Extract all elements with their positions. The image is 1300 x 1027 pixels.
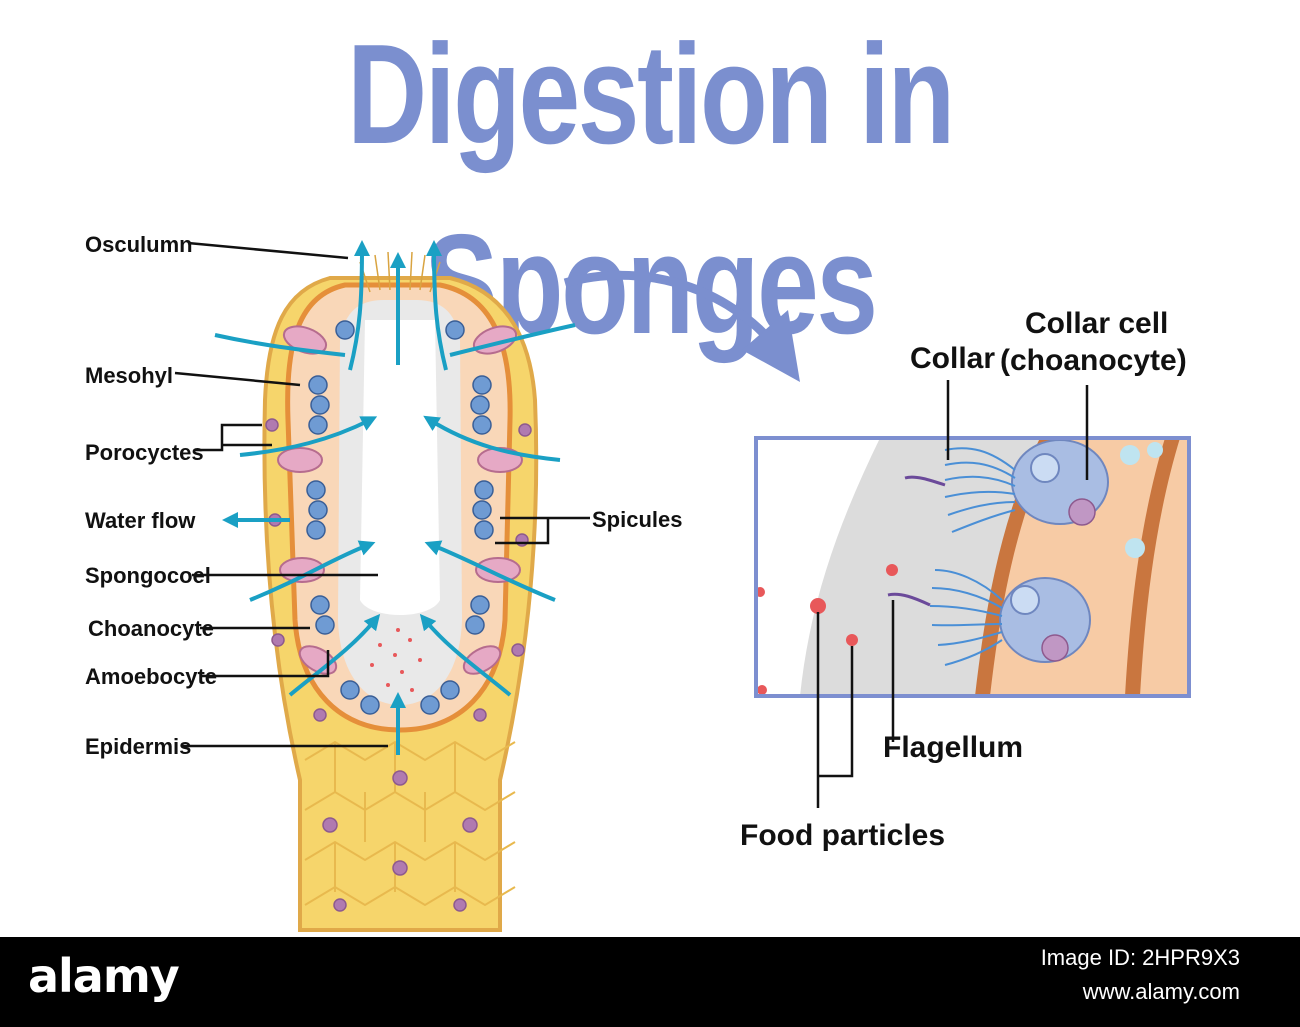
label-flagellum: Flagellum (883, 731, 1023, 764)
label-spicules: Spicules (592, 507, 682, 532)
mesohyl-spots (1120, 442, 1163, 558)
left-leader-lines (174, 241, 590, 748)
label-spongocoel: Spongocoel (85, 563, 211, 588)
sponge-body (214, 240, 576, 932)
collar-cell-lower (887, 569, 1091, 666)
label-choanocyte: Choanocyte (88, 616, 214, 641)
watermark-brand: alamy (28, 949, 180, 1003)
label-water-flow: Water flow (85, 508, 196, 533)
page-title: Digestion in Sponges (347, 15, 955, 364)
label-amoebocyte: Amoebocyte (85, 664, 217, 689)
water-flow-arrows (214, 240, 576, 755)
label-food-particles: Food particles (740, 819, 945, 852)
label-mesohyl: Mesohyl (85, 363, 173, 388)
watermark-footer: alamy Image ID: 2HPR9X3 www.alamy.com (0, 937, 1300, 1027)
label-osculumn: Osculumn (85, 232, 193, 257)
label-collar-cell-line2: (choanocyte) (1000, 344, 1187, 377)
label-porocyctes: Porocyctes (85, 440, 204, 465)
inset-food-particles (756, 564, 898, 695)
watermark-image-id: Image ID: 2HPR9X3 (1040, 945, 1240, 970)
inset-leader-lines (816, 380, 1089, 808)
zoom-arrow (563, 270, 800, 382)
label-collar-cell-line1: Collar cell (1025, 307, 1168, 340)
sponge-diagram: Osculumn Mesohyl Porocyctes Water flow S… (85, 232, 1191, 932)
cavity-food-particles (370, 628, 422, 692)
collar-cell-inset (754, 436, 1191, 698)
collar-cell-upper (904, 439, 1109, 533)
label-collar: Collar (910, 342, 995, 375)
osculum-hairs (359, 251, 441, 293)
label-epidermis: Epidermis (85, 734, 191, 759)
watermark-site: www.alamy.com (1082, 979, 1240, 1004)
choanocyte-cells (306, 320, 494, 715)
